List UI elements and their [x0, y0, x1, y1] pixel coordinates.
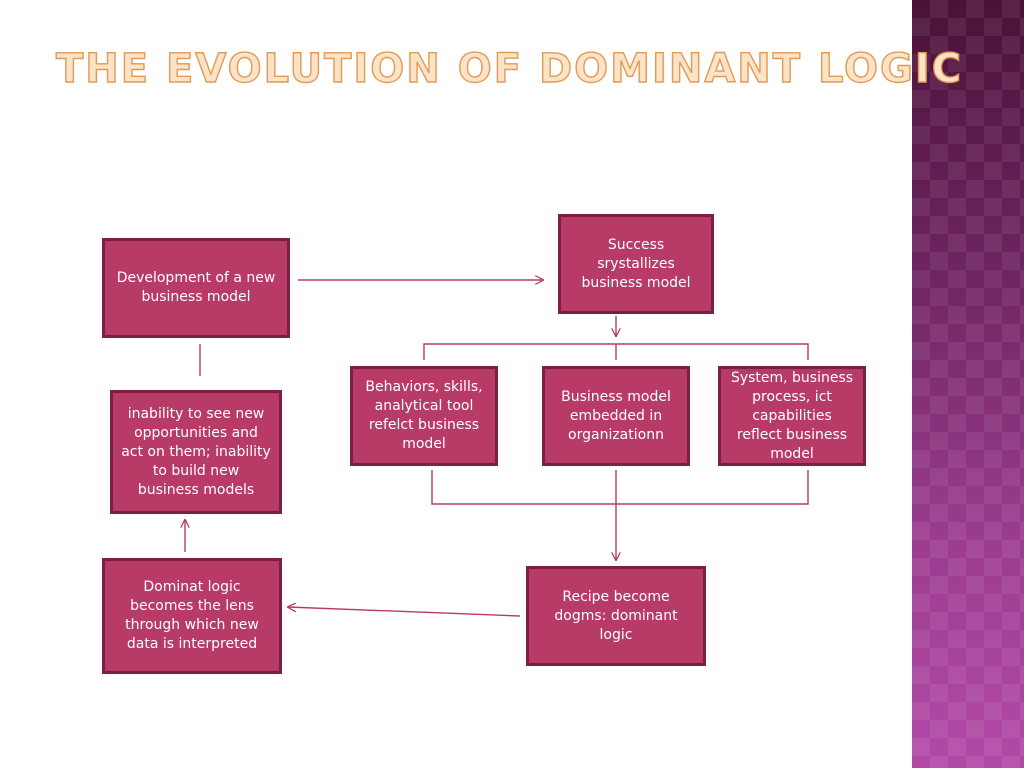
node-behaviors: Behaviors, skills, analytical tool refel…	[350, 366, 498, 466]
node-development: Development of a new business model	[102, 238, 290, 338]
arrow-recipe-to-lens	[288, 607, 521, 617]
branch-bottom-bracket	[431, 470, 809, 505]
node-inability: inability to see new opportunities and a…	[110, 390, 282, 514]
node-lens: Dominat logic becomes the lens through w…	[102, 558, 282, 674]
decorative-side-band	[912, 0, 1024, 768]
connector-layer	[0, 0, 809, 617]
node-recipe: Recipe become dogms: dominant logic	[526, 566, 706, 666]
node-embedded: Business model embedded in organizationn	[542, 366, 690, 466]
node-system: System, business process, ict capabiliti…	[718, 366, 866, 466]
slide-title: The Evolution of Dominant Logic	[55, 45, 964, 92]
node-success: Success srystallizes business model	[558, 214, 714, 314]
